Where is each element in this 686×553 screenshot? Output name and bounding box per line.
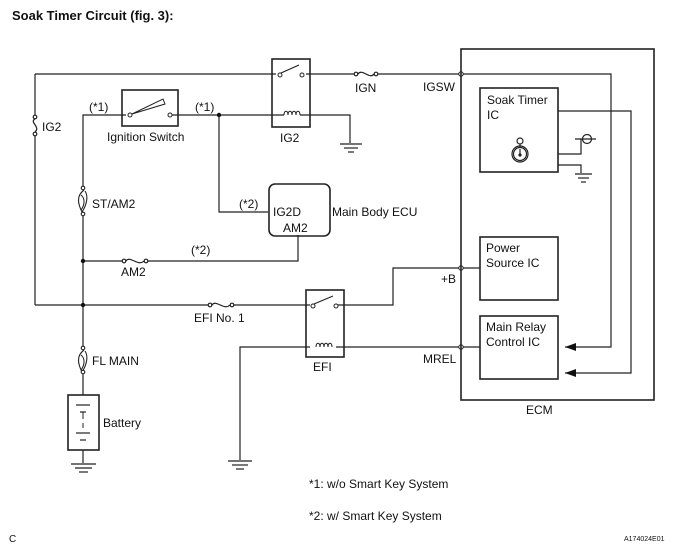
- label-terminal-igsw: IGSW: [423, 80, 456, 94]
- label-fuse-ig2: IG2: [42, 120, 62, 134]
- junction-dot: [80, 258, 86, 264]
- wire-soak-timer-out: [558, 110, 632, 374]
- relay-efi-icon: [305, 289, 345, 358]
- footnote-1: *1: w/o Smart Key System: [309, 477, 449, 491]
- marker-1-left: (*1): [89, 100, 108, 114]
- label-ecu-pin-ig2d: IG2D: [273, 205, 301, 219]
- fuse-am2-icon: [121, 258, 149, 264]
- label-terminal-plus-b: +B: [441, 272, 456, 286]
- wire-efi-relay-out: [336, 267, 461, 306]
- figure-id: A174024E01: [624, 536, 665, 543]
- relay-ig2-icon: [271, 58, 311, 128]
- marker-2-ig2d: (*2): [239, 197, 258, 211]
- wire-coil-out: [306, 114, 351, 143]
- label-ignition-switch: Ignition Switch: [107, 130, 184, 144]
- label-ecm: ECM: [526, 403, 553, 417]
- footnote-2: *2: w/ Smart Key System: [309, 509, 442, 523]
- label-power-source-ic-1: Power: [486, 241, 520, 255]
- fusible-link-fl-main-icon: [77, 345, 88, 375]
- fusible-link-st-am2-icon: [77, 185, 88, 217]
- figure-letter: C: [9, 534, 17, 545]
- label-fuse-fl-main: FL MAIN: [92, 354, 139, 368]
- ground-icon: [575, 173, 592, 183]
- wire-soak-timer-gnd: [558, 164, 582, 173]
- wire-mrel-left: [239, 346, 310, 460]
- label-soak-timer-ic-1: Soak Timer: [487, 93, 548, 107]
- label-relay-efi: EFI: [313, 360, 332, 374]
- label-main-relay-ic-1: Main Relay: [486, 320, 546, 334]
- backup-power-icon: [575, 133, 596, 145]
- wire-am2-branch-right: [148, 235, 299, 262]
- stopwatch-icon: [511, 137, 529, 163]
- label-fuse-st-am2: ST/AM2: [92, 197, 136, 211]
- label-soak-timer-ic-2: IC: [487, 108, 499, 122]
- power-source-ic-box: [479, 236, 559, 301]
- label-power-source-ic-2: Source IC: [486, 256, 540, 270]
- arrow-icon: [565, 369, 576, 377]
- label-main-relay-ic-2: Control IC: [486, 335, 540, 349]
- marker-1-right: (*1): [195, 100, 214, 114]
- label-fuse-am2: AM2: [121, 265, 146, 279]
- label-terminal-mrel: MREL: [423, 352, 457, 366]
- main-body-ecu-box: [268, 183, 331, 237]
- wire-ignition-feed: [82, 114, 126, 188]
- label-main-body-ecu: Main Body ECU: [332, 205, 417, 219]
- junctions: [80, 112, 222, 308]
- label-relay-ig2: IG2: [280, 131, 300, 145]
- diagram-title: Soak Timer Circuit (fig. 3):: [12, 8, 174, 23]
- wire-soak-timer-pin: [558, 139, 582, 155]
- ground-icon: [228, 460, 252, 470]
- ground-icon: [71, 463, 96, 473]
- fuse-ig2-icon: [32, 114, 38, 137]
- fuse-efi-no1-icon: [207, 302, 235, 308]
- label-fuse-ign: IGN: [355, 81, 376, 95]
- wire-igsw-inner: [461, 73, 612, 348]
- battery-icon: [67, 394, 100, 451]
- ignition-switch-icon: [121, 89, 179, 127]
- label-fuse-efi-no1: EFI No. 1: [194, 311, 245, 325]
- label-ecu-pin-am2: AM2: [283, 221, 308, 235]
- soak-timer-ic-box: [479, 87, 559, 173]
- label-battery: Battery: [103, 416, 141, 430]
- wire-to-ig2d: [218, 115, 268, 213]
- arrow-icon: [565, 343, 576, 351]
- ecm-box: [460, 48, 655, 401]
- junction-dot: [216, 112, 222, 118]
- main-relay-ic-box: [479, 315, 559, 380]
- ground-icon: [340, 143, 362, 153]
- marker-2-am2: (*2): [191, 243, 210, 257]
- junction-dot: [80, 302, 86, 308]
- fuse-ign-icon: [353, 71, 379, 77]
